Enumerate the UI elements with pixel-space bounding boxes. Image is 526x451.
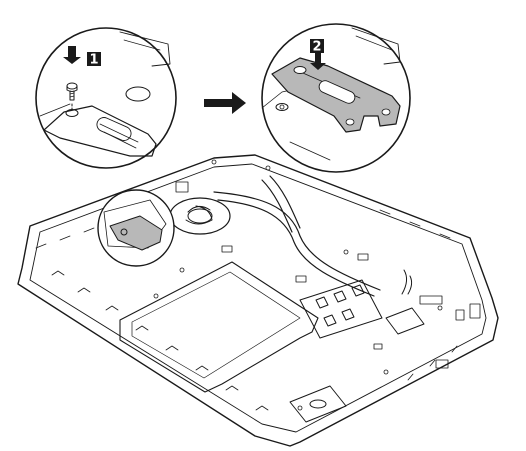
up-arrow-icon	[310, 51, 326, 70]
heat-pipes	[213, 175, 381, 297]
hard-drive	[119, 261, 319, 393]
step-number-1: 1	[89, 53, 98, 68]
right-arrow-icon	[204, 92, 246, 114]
hdd-bracket-callout	[109, 215, 163, 251]
board-connectors	[153, 159, 449, 411]
step-2-magnifier: 2	[261, 23, 411, 173]
step-1-badge: 1	[87, 52, 101, 68]
cooling-fan	[169, 197, 231, 235]
step-2-badge: 2	[310, 39, 324, 55]
step-number-2: 2	[312, 40, 321, 55]
laptop-base	[17, 154, 499, 447]
bottom-module	[289, 385, 347, 423]
chassis-edge-details	[35, 209, 481, 411]
chassis-outline	[17, 154, 499, 447]
up-arrow-icon	[63, 46, 81, 64]
memory-module	[299, 279, 383, 339]
chassis-inner-rim	[29, 163, 487, 433]
screw-icon	[66, 82, 78, 101]
screw-icon	[120, 228, 128, 236]
wireless-card	[385, 269, 425, 335]
hard-drive-inner	[131, 271, 301, 379]
detail-callout-chassis	[97, 189, 175, 267]
step-1-magnifier: 1	[35, 27, 177, 169]
